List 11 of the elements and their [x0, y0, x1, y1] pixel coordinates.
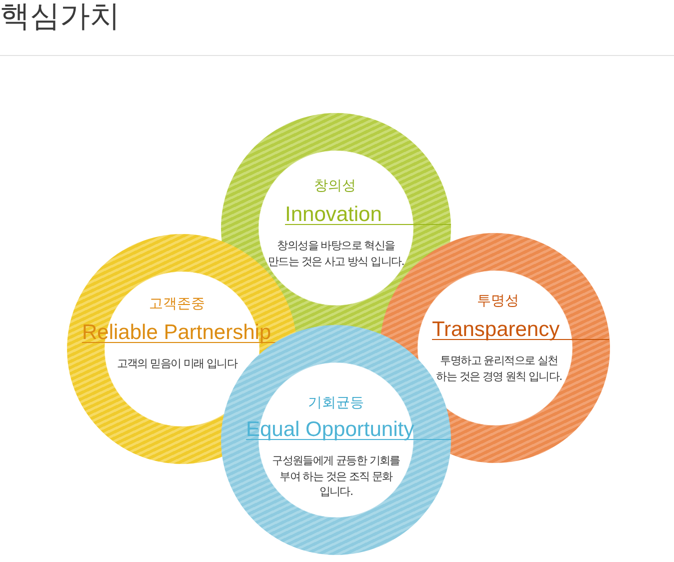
value-description: 고객의 믿음이 미래 입니다	[116, 356, 239, 372]
value-heading: 창의성	[313, 177, 357, 195]
value-title: Transparency	[432, 320, 609, 340]
value-description: 투명하고 윤리적으로 실천 하는 것은 경영 원칙 입니다.	[435, 353, 563, 384]
page-title: 핵심가치	[0, 0, 120, 36]
value-title: Innovation	[285, 206, 451, 226]
value-heading: 고객존중	[148, 295, 206, 313]
value-description: 창의성을 바탕으로 혁신을 만드는 것은 사고 방식 입니다.	[268, 238, 404, 269]
value-heading: 기회균등	[307, 394, 365, 412]
value-heading: 투명성	[476, 292, 520, 310]
value-description: 구성원들에게 균등한 기회를 부여 하는 것은 조직 문화 입니다.	[271, 453, 401, 500]
